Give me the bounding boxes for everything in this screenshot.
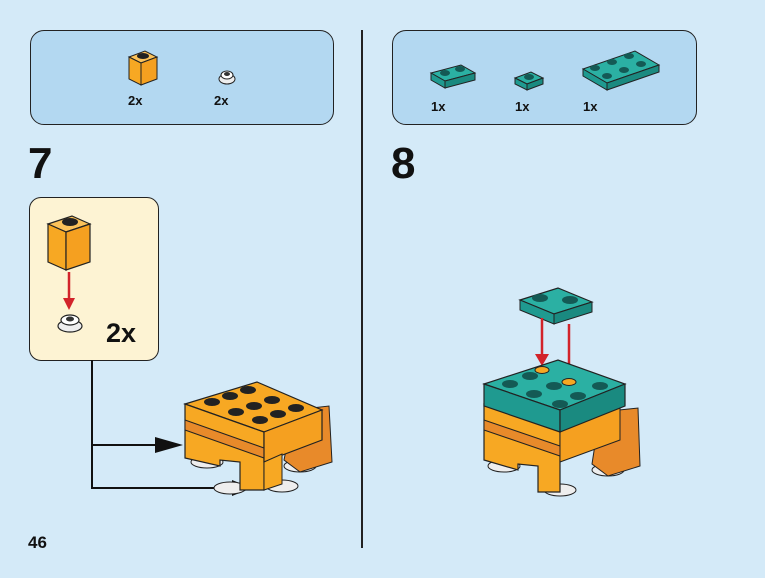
step-number-8: 8 <box>391 139 416 188</box>
model-step-8 <box>482 287 641 497</box>
model-step-7 <box>183 381 333 495</box>
part-qty: 2x <box>128 93 143 108</box>
callout-qty: 2x <box>106 318 137 348</box>
step-number-7: 7 <box>28 139 53 188</box>
parts-list-step-7: 2x 2x <box>30 30 334 125</box>
page-number: 46 <box>28 533 47 552</box>
sub-assembly-callout: 2x <box>29 197 159 361</box>
teal-plate-1x2-icon <box>429 64 477 89</box>
part-qty: 1x <box>583 99 598 114</box>
orange-brick-assembly-icon <box>46 215 92 333</box>
part-qty: 1x <box>515 99 530 114</box>
parts-list-step-8: 1x 1x 1x <box>392 30 697 125</box>
part-qty: 1x <box>431 99 446 114</box>
page-divider <box>361 30 363 548</box>
orange-brick-1x1-icon <box>127 50 159 86</box>
part-qty: 2x <box>214 93 229 108</box>
white-round-plate-icon <box>218 70 236 85</box>
teal-plate-2x3-icon <box>581 50 661 91</box>
teal-plate-1x1-icon <box>513 71 545 91</box>
